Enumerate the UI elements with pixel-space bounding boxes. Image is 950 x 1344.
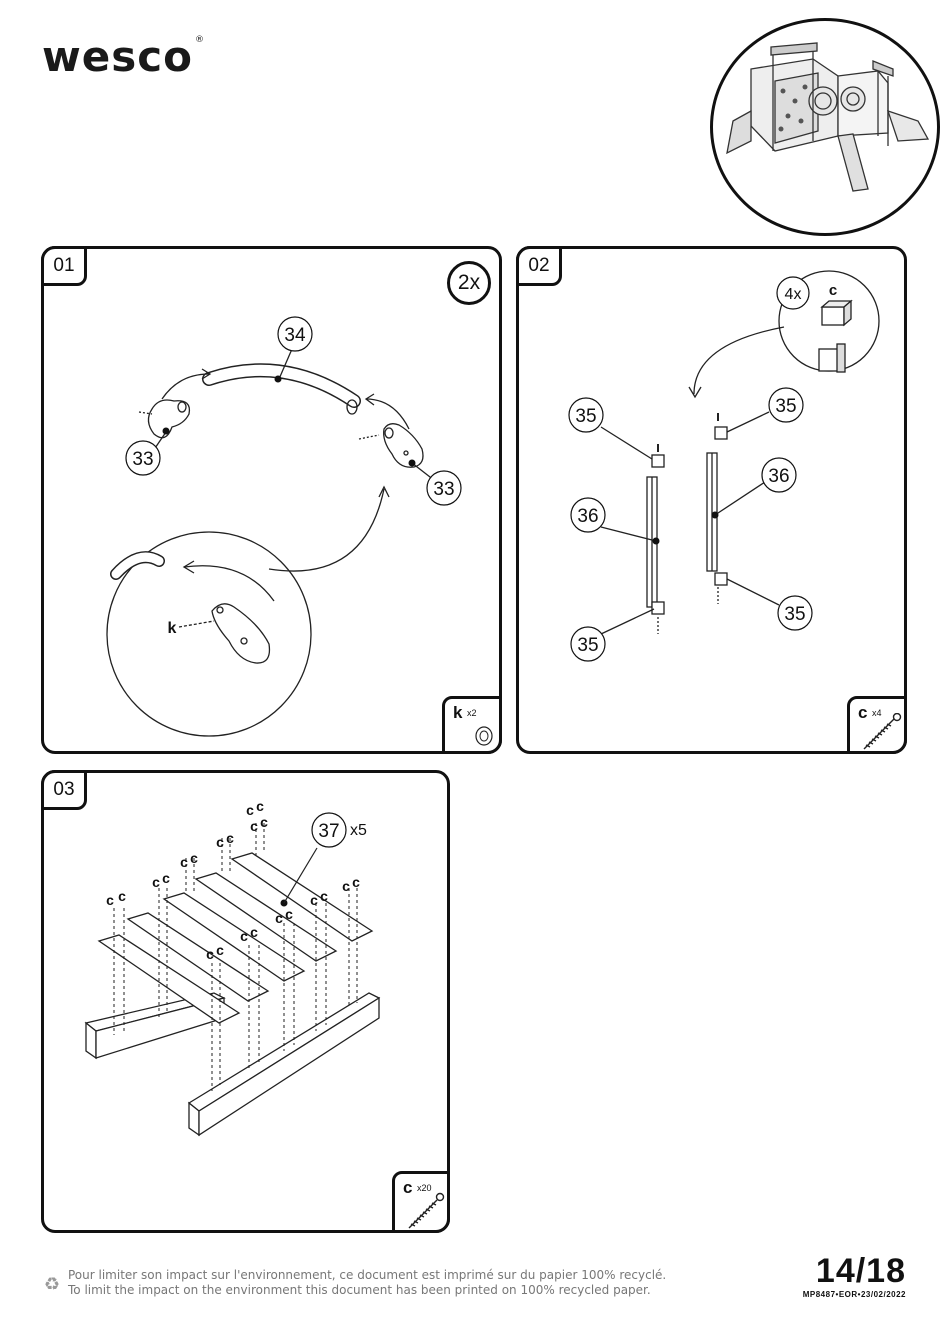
notice-fr: Pour limiter son impact sur l'environnem… xyxy=(68,1268,667,1282)
hardware-box: c x20 xyxy=(392,1171,450,1233)
recycle-icon: ♻ xyxy=(44,1274,61,1294)
hardware-box: k x2 xyxy=(442,696,502,754)
step-02-diagram: 4x c 35 35 36 36 35 35 xyxy=(568,270,880,662)
part-multiplier: x5 xyxy=(350,822,367,839)
quantity-badge: 2x xyxy=(447,261,491,305)
hardware-box: c x4 xyxy=(847,696,907,754)
hardware-letter: k xyxy=(453,703,463,722)
hardware-count: x4 xyxy=(872,708,882,718)
cap-icon xyxy=(475,726,493,746)
screw-label: c xyxy=(152,874,160,890)
part-label: 35 xyxy=(577,635,598,656)
screw-label: c xyxy=(190,850,198,866)
part-label: 36 xyxy=(577,506,598,527)
part-label: 33 xyxy=(132,449,153,470)
step-number: 03 xyxy=(41,770,87,810)
screw-label: c xyxy=(216,834,224,850)
part-label: 35 xyxy=(575,406,596,427)
screw-label: c xyxy=(260,814,268,830)
hardware-label: k xyxy=(168,620,177,637)
environment-notice: Pour limiter son impact sur l'environnem… xyxy=(68,1268,666,1298)
screw-label: c xyxy=(275,910,283,926)
screw-label: c xyxy=(342,878,350,894)
screw-label: c xyxy=(250,818,258,834)
screw-label: c xyxy=(246,802,254,818)
screw-label: c xyxy=(285,906,293,922)
screw-label: c xyxy=(106,892,114,908)
part-label: 35 xyxy=(775,396,796,417)
product-preview-image xyxy=(710,18,940,236)
screw-label: c xyxy=(206,946,214,962)
screw-label: c xyxy=(180,854,188,870)
hardware-letter: c xyxy=(858,703,868,722)
quantity-label: 4x xyxy=(785,286,802,303)
screw-label: c xyxy=(216,942,224,958)
page-number: 14/18 xyxy=(815,1252,906,1290)
screw-label: c xyxy=(256,798,264,814)
screw-label: c xyxy=(240,928,248,944)
step-number: 02 xyxy=(516,246,562,286)
document-reference: MP8487•EOR•23/02/2022 xyxy=(802,1290,906,1299)
step-number: 01 xyxy=(41,246,87,286)
part-label: 33 xyxy=(433,479,454,500)
part-label: 35 xyxy=(784,604,805,625)
screw-icon xyxy=(408,1192,445,1229)
notice-en: To limit the impact on the environment t… xyxy=(68,1283,651,1297)
screw-label: c xyxy=(118,888,126,904)
step-01-diagram: 34 33 33 k xyxy=(106,316,462,737)
screw-label: c xyxy=(162,870,170,886)
brand-logo: wesco® xyxy=(42,32,206,81)
step-02-panel: 02 xyxy=(516,246,907,754)
screw-label: c xyxy=(250,924,258,940)
hardware-label: c xyxy=(829,282,837,299)
step-01-panel: 01 2x xyxy=(41,246,502,754)
step-03-panel: 03 xyxy=(41,770,450,1233)
screw-icon xyxy=(863,713,902,750)
hardware-count: x20 xyxy=(417,1183,432,1193)
screw-label: c xyxy=(352,874,360,890)
hardware-count: x2 xyxy=(467,708,477,718)
step-03-diagram: 37 x5 c c c c c c c c c c c c c c c c c … xyxy=(84,798,381,1137)
screw-label: c xyxy=(226,830,234,846)
part-label: 37 xyxy=(318,821,339,842)
hardware-letter: c xyxy=(403,1178,413,1197)
part-label: 34 xyxy=(284,325,306,346)
screw-label: c xyxy=(310,892,318,908)
screw-label: c xyxy=(320,888,328,904)
part-label: 36 xyxy=(768,466,789,487)
